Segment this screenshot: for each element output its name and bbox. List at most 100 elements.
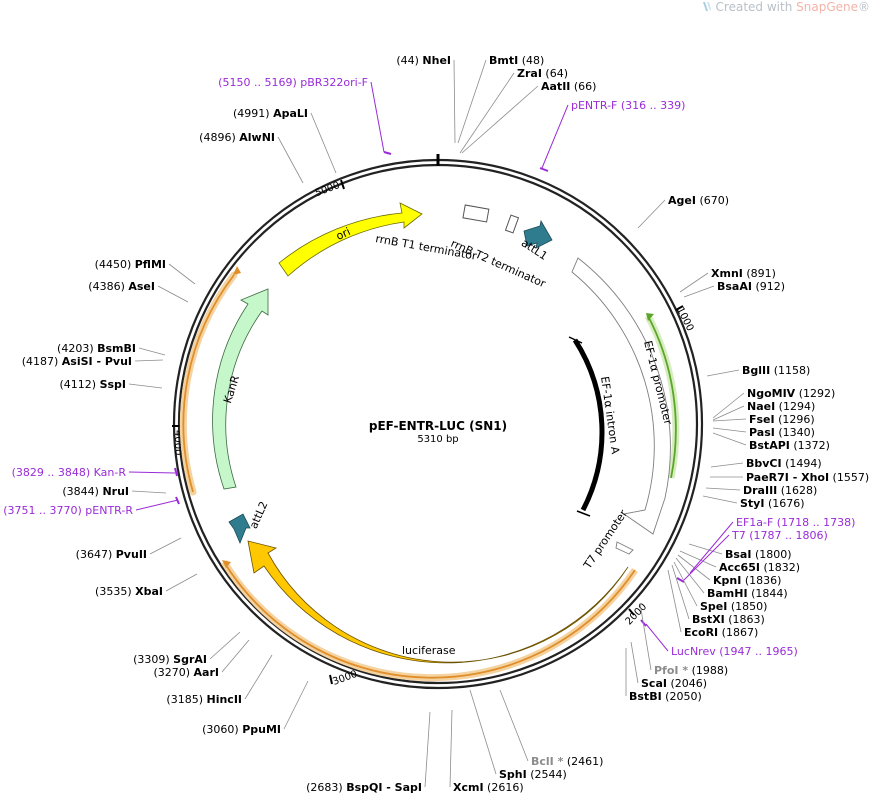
rrnb-t2-box [504,214,520,234]
primer-label-pentr-f: pENTR-F (316 .. 339) [571,99,685,112]
site-leader-24 [639,602,652,671]
site-label-apali: (4991) ApaLI [233,107,308,120]
ef1a-intron-end-tick [576,510,591,517]
site-label-xbai: (3535) XbaI [95,585,163,598]
primer-label-kan-r: (3829 .. 3848) Kan-R [12,466,127,479]
site-leader-2 [459,72,515,154]
site-leader-4 [637,199,666,229]
site-leader-13 [710,462,744,468]
site-leader-lines [128,59,747,788]
site-label-nhei: (44) NheI [396,54,451,67]
ruler-label-4000: 4000 [172,430,183,455]
site-leader-31 [283,680,309,730]
site-leader-32 [244,654,273,700]
site-leader-15 [705,487,741,491]
site-label-pasi: PasI (1340) [749,426,815,439]
ruler-4000: 4000 [172,425,183,455]
site-label-scai: ScaI (2046) [641,677,707,690]
site-leader-21 [673,561,698,607]
site-label-hincii: (3185) HincII [166,693,242,706]
site-label-sspi: (4112) SspI [59,378,126,391]
kanr-feature [212,288,269,490]
site-label-fsei: FseI (1296) [749,413,815,426]
attl2-feature [228,513,251,545]
site-leader-3 [461,85,539,154]
rrnb-t1-box [462,204,490,223]
attl1-feature [523,219,553,249]
site-leader-8 [712,392,745,419]
luciferase-feature [247,540,629,664]
site-label-asei: (4386) AseI [88,280,155,293]
site-leader-34 [209,631,241,660]
t7-promoter-label: T7 promoter [581,507,631,572]
site-leader-12 [712,432,747,446]
plasmid-size: 5310 bp [417,434,458,445]
site-label-naei: NaeI (1294) [747,400,815,413]
site-leader-22 [671,564,690,620]
ruler-2000: 2000 [624,601,650,627]
site-label-xcmi: XcmI (2616) [453,781,524,794]
primer-leader-4 [645,623,669,652]
kan-r-marker [174,467,178,477]
plasmid-name: pEF-ENTR-LUC (SN1) [369,419,507,433]
site-leader-6 [683,285,715,298]
site-label-bsai: BsaI (1800) [725,548,792,561]
site-label-ecori: EcoRI (1867) [684,626,758,639]
site-leader-40 [138,347,166,356]
site-leader-10 [712,418,747,422]
site-label-bspqi-sapi: (2683) BspQI - SapI [306,781,422,794]
primer-leader-0 [370,81,385,153]
site-leader-43 [277,136,304,184]
site-leader-36 [149,537,182,555]
primer-leader-5 [128,471,176,474]
site-label-pflmi: (4450) PflMI [95,258,166,271]
watermark-prefix: Created with [715,0,797,14]
site-leader-16 [702,495,738,504]
site-leader-0 [453,59,456,144]
kanr-orf-line [182,274,235,493]
site-label-bcli: BclI * (2461) [531,755,603,768]
ori-feature [278,202,423,277]
t7-promoter-feature [615,541,634,555]
site-label-bsaai: BsaAI (912) [717,280,785,293]
site-label-nrui: (3844) NruI [62,485,129,498]
primer-leader-1 [541,104,569,169]
pentr-f-marker [539,167,549,172]
ef1a-intron-bar [572,338,605,512]
primer-label-pbr322ori-f: (5150 .. 5169) pBR322ori-F [218,76,368,89]
primer-label-t7: T7 (1787 .. 1806) [731,529,828,542]
site-label-draiii: DraIII (1628) [743,484,817,497]
site-leader-7 [706,369,740,377]
snapgene-watermark: Created with SnapGene® [702,0,870,14]
site-label-paer7i-xhoi: PaeR7I - XhoI (1557) [746,471,869,484]
site-leader-11 [712,427,747,433]
luciferase-orf-band [221,560,638,682]
site-leader-5 [679,272,709,293]
site-leader-17 [688,543,723,555]
luciferase-orf-arrowhead [222,560,231,568]
ef1a-green-line [647,315,677,479]
site-leader-39 [134,359,164,362]
site-label-aari: (3270) AarI [153,666,219,679]
site-label-bmti: BmtI (48) [489,54,544,67]
luciferase-label: luciferase [402,644,456,657]
primer-leader-2 [689,521,734,574]
ruler-label-2000: 2000 [624,601,650,627]
site-label-asisi-pvui: (4187) AsiSI - PvuI [22,355,132,368]
ruler-5000: 5000 [314,179,345,199]
site-leader-42 [168,263,196,285]
ori-label: ori [334,225,352,243]
ruler-label-3000: 3000 [331,669,359,688]
ef1a-green-arrowhead [646,313,654,321]
ef1a-promoter-feature [571,257,671,535]
site-leader-30 [424,711,431,788]
site-leader-20 [675,557,705,594]
site-leader-35 [165,573,198,592]
site-leader-44 [310,112,337,174]
site-label-pfoi: PfoI * (1988) [654,664,728,677]
site-leader-25 [630,641,639,684]
site-leader-37 [131,490,167,494]
primer-leader-3 [683,534,730,581]
site-label-aatii: AatII (66) [541,80,596,93]
ruler-3000: 3000 [329,669,359,688]
